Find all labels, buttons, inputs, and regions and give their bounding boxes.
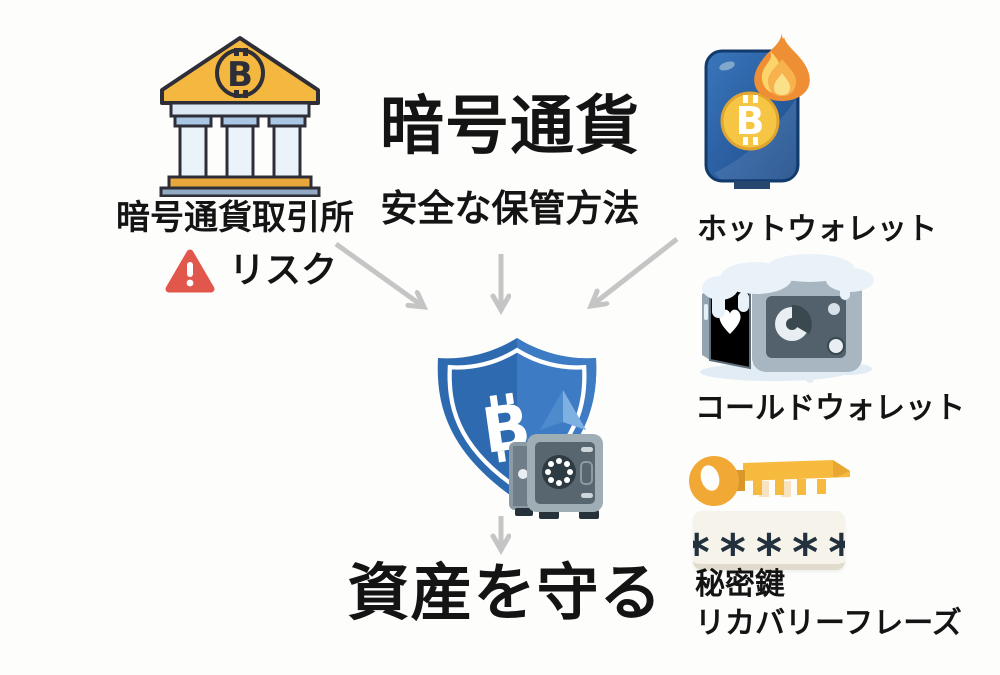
phone-bitcoin-fire-icon: B: [704, 33, 810, 189]
arrow-hotwallet-to-shield: [591, 237, 679, 306]
page-subtitle: 安全な保管方法: [380, 189, 640, 230]
password-asterisks-field: *****: [693, 511, 845, 570]
password-mask: *****: [693, 523, 845, 570]
gold-key-icon: [689, 456, 850, 506]
warning-triangle-icon: [165, 249, 215, 293]
frozen-safe-icon: [700, 254, 874, 383]
fire-icon: [754, 33, 810, 101]
page-title: 暗号通貨: [380, 91, 640, 162]
hot-wallet-label: ホットウォレット: [697, 213, 937, 246]
goal-label: 資産を守る: [347, 560, 663, 628]
cold-wallet-label: コールドウォレット: [695, 392, 965, 425]
safe-icon: [509, 434, 603, 519]
exchange-label: 暗号通貨取引所: [116, 200, 354, 237]
svg-text:B: B: [736, 99, 765, 143]
arrow-exchange-to-shield: [334, 241, 424, 307]
private-key-label: 秘密鍵: [695, 568, 785, 601]
bank-bitcoin-icon: B: [159, 36, 321, 197]
risk-row: リスク: [165, 248, 337, 294]
recovery-phrase-label: リカバリーフレーズ: [695, 607, 962, 640]
risk-label: リスク: [229, 250, 338, 291]
svg-text:B: B: [227, 55, 253, 95]
